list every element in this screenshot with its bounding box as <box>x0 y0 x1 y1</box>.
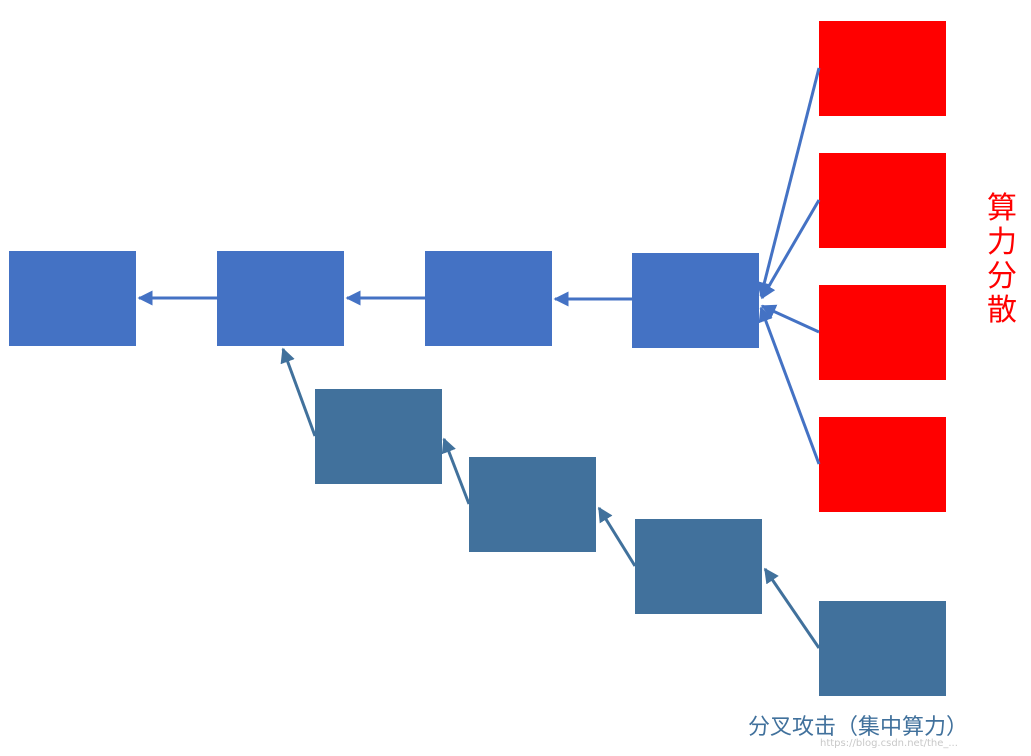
attack-arrow-2 <box>441 437 471 505</box>
dispersed-block-4 <box>819 417 946 512</box>
attack-block-3 <box>635 519 762 614</box>
main-block-4 <box>632 253 759 348</box>
watermark-text: https://blog.csdn.net/the_... <box>820 738 958 749</box>
attack-arrow-3 <box>597 506 637 567</box>
dispersed-arrow-2 <box>760 199 821 300</box>
dispersed-block-1 <box>819 21 946 116</box>
dispersed-arrow-4 <box>758 306 821 465</box>
attack-arrow-4 <box>763 567 821 649</box>
attack-block-4 <box>819 601 946 696</box>
main-block-1 <box>9 251 136 346</box>
attack-block-2 <box>469 457 596 552</box>
attack-block-1 <box>315 389 442 484</box>
dispersed-arrow-1 <box>757 67 821 298</box>
fork-attack-label: 分叉攻击（集中算力） <box>748 715 969 740</box>
dispersed-block-3 <box>819 285 946 380</box>
attack-arrow-1 <box>280 347 317 437</box>
main-block-2 <box>217 251 344 346</box>
dispersed-block-2 <box>819 153 946 248</box>
main-block-3 <box>425 251 552 346</box>
dispersed-arrow-3 <box>760 304 820 334</box>
dispersed-hashpower-label: 算 力 分 散 <box>987 191 1017 328</box>
